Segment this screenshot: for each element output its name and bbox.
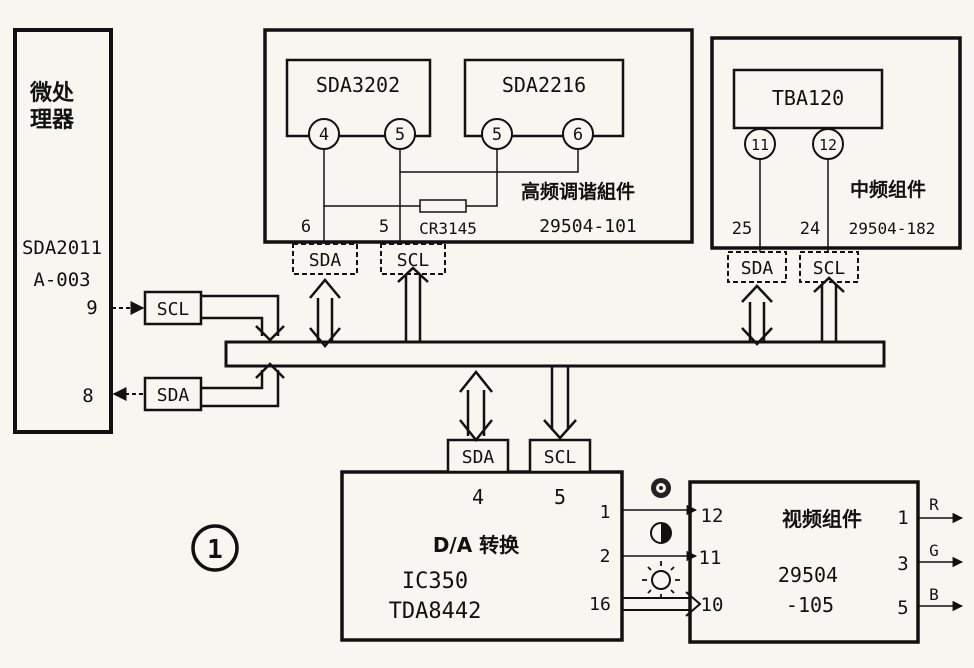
if-chip: TBA120 (772, 86, 844, 110)
rf-pin-b1: 5 (492, 125, 502, 145)
rf-resistor (419, 199, 467, 213)
da-out-pin-2: 2 (600, 546, 611, 567)
video-part-1: 29504 (778, 563, 838, 587)
video-title: 视频组件 (782, 507, 862, 531)
left-scl-connector (201, 294, 280, 336)
if-pin-scl: 24 (800, 219, 820, 239)
video-out-b: B (929, 585, 939, 604)
i2c-bus-bar (224, 340, 886, 368)
figure-number: 1 (191, 524, 239, 572)
contrast-icon (650, 522, 672, 544)
video-out-pin-2: 3 (897, 553, 908, 575)
video-out-r: R (929, 495, 939, 514)
if-module: TBA120 11 12 中频组件 25 24 29504-182 SDA SC… (710, 36, 962, 283)
da-title: D/A 转换 (433, 533, 520, 557)
video-in-pin-3: 10 (701, 594, 724, 616)
da-chip-2: TDA8442 (389, 599, 482, 624)
if-pin-sda: 25 (732, 219, 752, 239)
if-pin-1: 11 (751, 136, 769, 154)
rf-module: SDA3202 SDA2216 4 5 5 6 6 5 CR3145 高频调谐組… (263, 28, 694, 275)
video-out-pin-1: 1 (897, 507, 908, 529)
if-part: 29504-182 (849, 219, 936, 238)
da-pin-scl: 5 (554, 485, 566, 509)
if-pin-2: 12 (819, 136, 837, 154)
video-out-g: G (929, 541, 939, 560)
rf-pin-sda: 6 (301, 217, 311, 237)
da-scl-label: SCL (544, 447, 577, 468)
left-sda-label: SDA (157, 385, 190, 406)
micro-pin-sda: 8 (82, 385, 93, 407)
if-sda-label: SDA (741, 258, 774, 279)
microprocessor-block: 微处 理器 SDA2011 A-003 9 8 (13, 28, 113, 434)
da-out-pin-1: 1 (600, 502, 611, 523)
rf-chip-a: SDA3202 (316, 73, 400, 97)
volume-icon (651, 478, 671, 498)
if-title: 中频组件 (850, 178, 926, 201)
left-scl-box (143, 290, 203, 326)
da-sda-label: SDA (462, 447, 495, 468)
video-in-pin-2: 11 (699, 547, 722, 569)
da-pin-sda: 4 (472, 485, 484, 509)
if-scl-label: SCL (813, 258, 846, 279)
micro-title-2: 理器 (30, 108, 75, 133)
left-sda-connector (201, 370, 280, 408)
micro-chip: SDA2011 (22, 237, 102, 259)
rf-pin-scl: 5 (379, 217, 389, 237)
rf-title: 高频调谐組件 (521, 180, 635, 203)
left-scl-label: SCL (157, 299, 190, 320)
da-chip-1: IC350 (402, 569, 468, 594)
video-part-2: -105 (786, 593, 834, 617)
rf-pin-a2: 5 (395, 125, 405, 145)
da-out-pin-3: 16 (589, 594, 611, 615)
rf-sda-label: SDA (309, 250, 342, 271)
left-sda-box (143, 376, 203, 412)
figure-number-label: 1 (207, 535, 223, 565)
da-converter: SDA SCL 4 5 D/A 转换 IC350 TDA8442 1 2 16 (340, 438, 624, 642)
micro-chip-variant: A-003 (33, 269, 90, 291)
rf-scl-label: SCL (397, 250, 430, 271)
brightness-icon (642, 561, 680, 599)
micro-title-1: 微处 (29, 80, 74, 106)
rf-part: 29504-101 (539, 216, 637, 237)
video-out-pin-3: 5 (897, 597, 908, 619)
rf-chip-b: SDA2216 (502, 73, 586, 97)
micro-pin-scl: 9 (86, 297, 97, 319)
rf-resistor-label: CR3145 (419, 219, 477, 238)
video-in-pin-1: 12 (701, 505, 724, 527)
video-module: 12 11 10 视频组件 29504 -105 1 3 5 (688, 480, 920, 644)
rf-pin-b2: 6 (573, 125, 583, 145)
rf-pin-a1: 4 (319, 125, 329, 145)
